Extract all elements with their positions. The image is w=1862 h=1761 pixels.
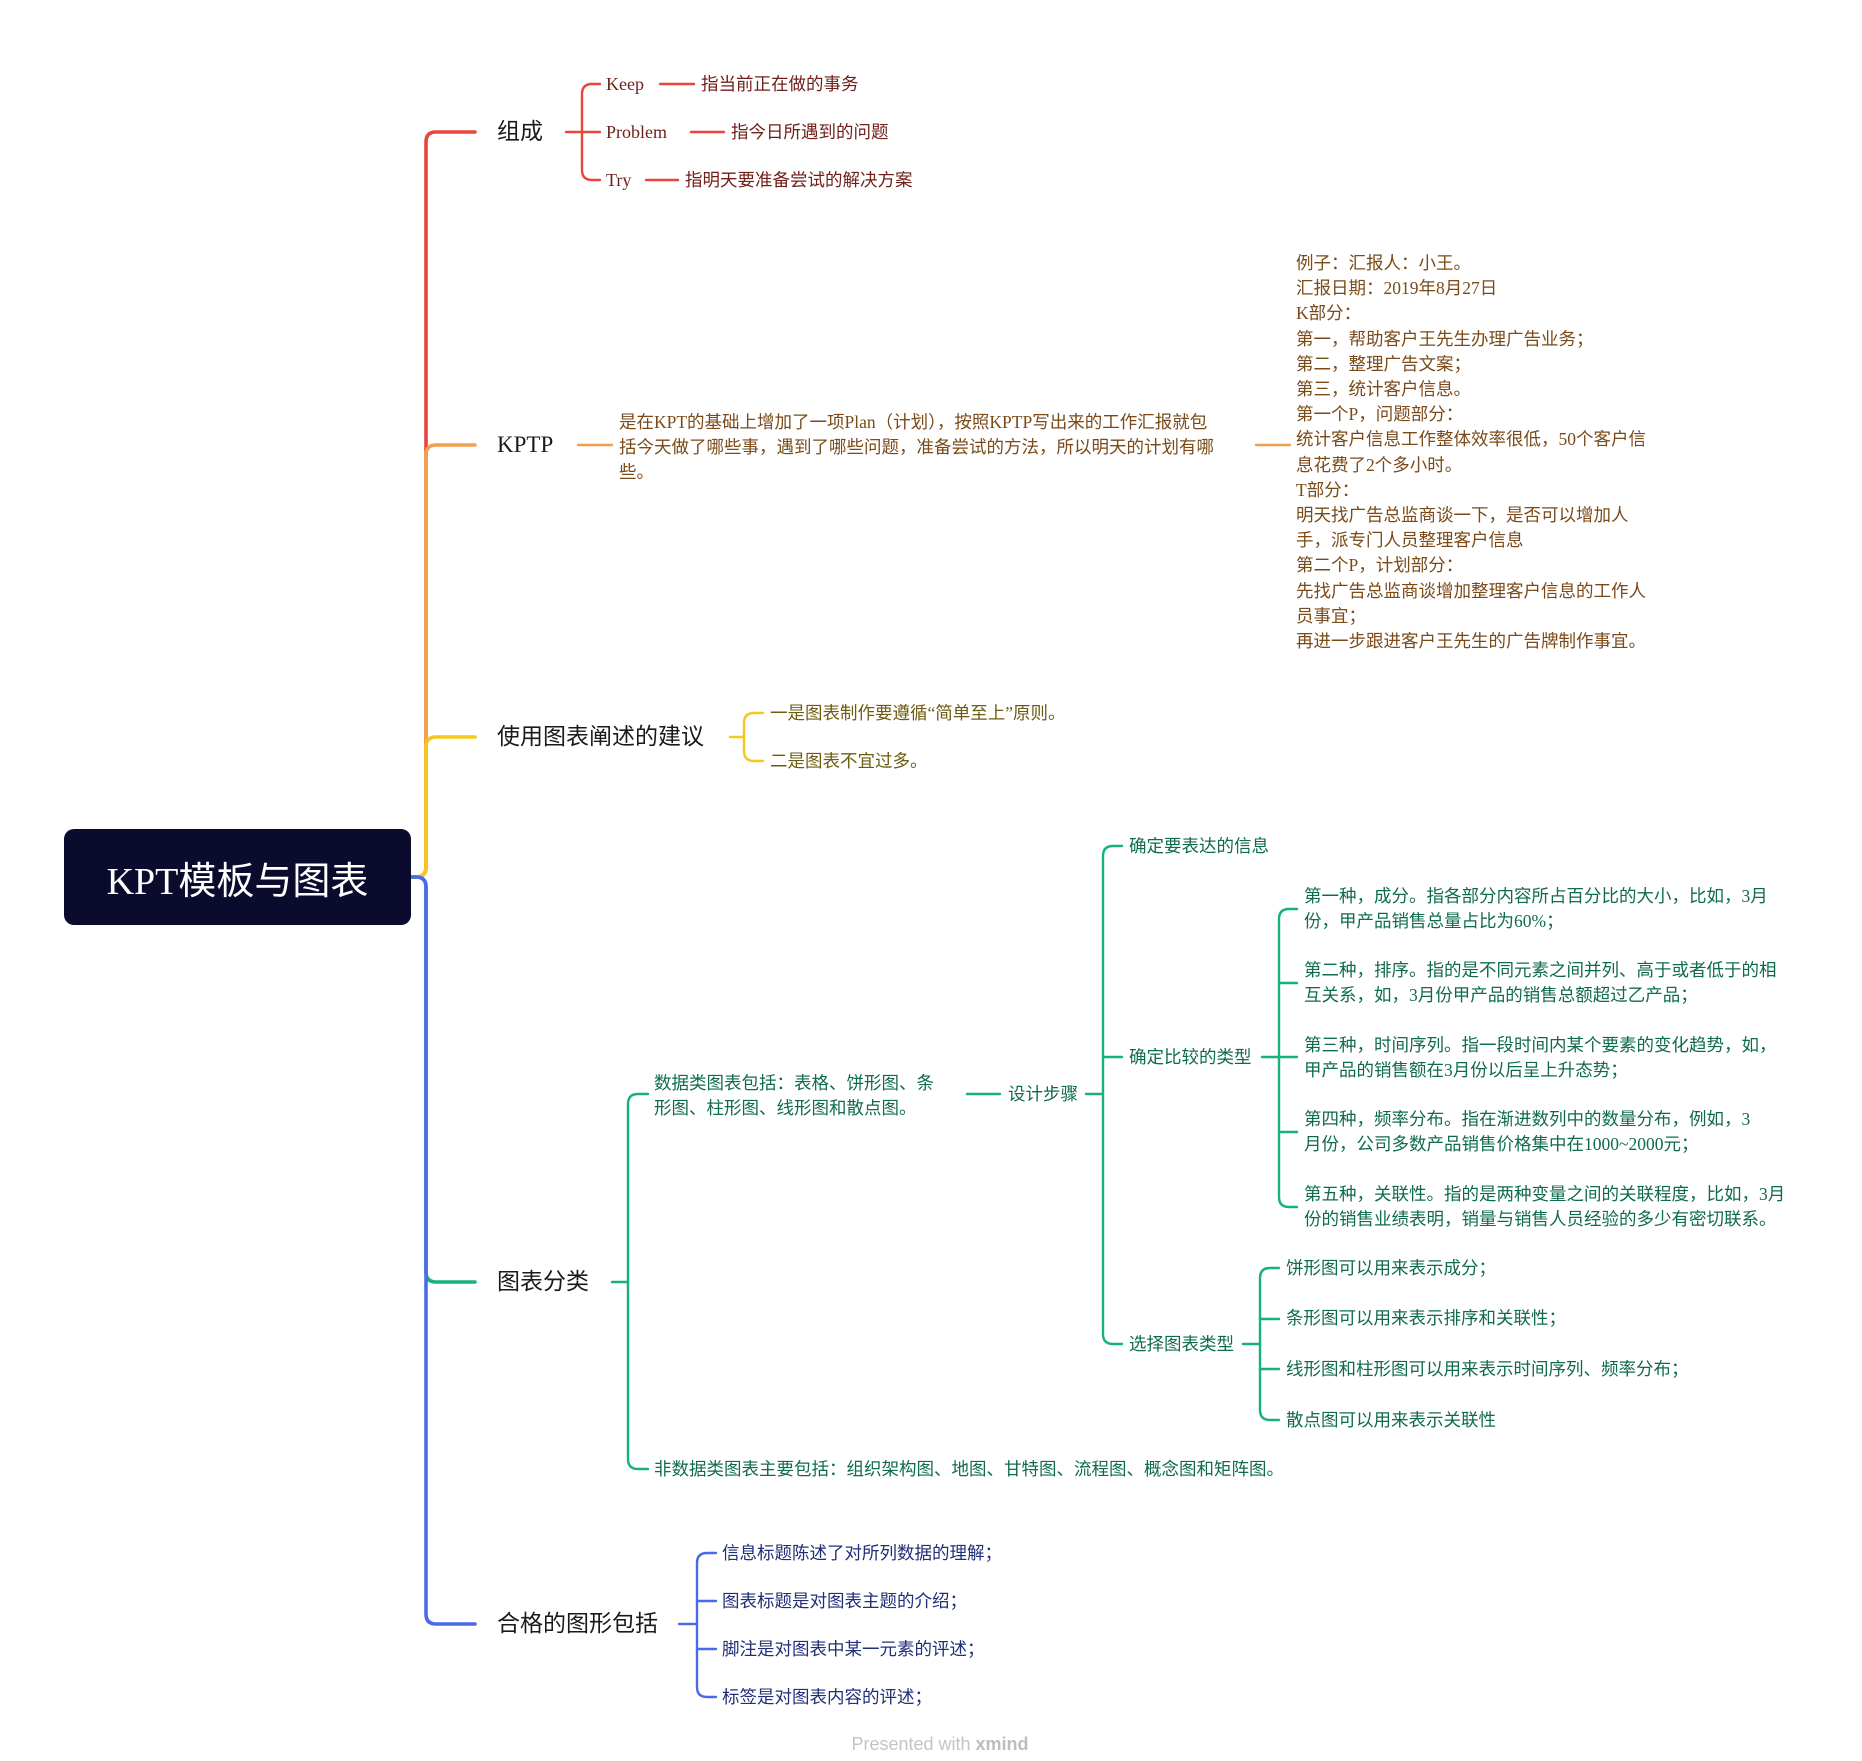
root-topic-title: KPT模板与图表 — [106, 860, 369, 903]
kptp-description-line: 些。 — [619, 462, 654, 483]
kptp-example-line: 第三，统计客户信息。 — [1296, 379, 1471, 400]
root-topic: KPT模板与图表 — [64, 829, 411, 925]
kptp-example-line: 第二个P，计划部分： — [1296, 555, 1464, 576]
non-data-charts-topic: 非数据类图表主要包括：组织架构图、地图、甘特图、流程图、概念图和矩阵图。 — [654, 1459, 1284, 1479]
subtopic-try: Try — [606, 170, 632, 190]
topic-chart-advice: 使用图表阐述的建议 — [497, 724, 704, 749]
comparison-type-line: 份，甲产品销售总量占比为60%； — [1304, 911, 1564, 932]
kptp-example-line: 第一个P，问题部分： — [1296, 404, 1464, 425]
chart-type-option-line-column: 线形图和柱形图可以用来表示时间序列、频率分布； — [1286, 1359, 1689, 1379]
qualified-chart-item-3: 脚注是对图表中某一元素的评述； — [722, 1639, 985, 1659]
kptp-example-line: 先找广告总监商谈增加整理客户信息的工作人 — [1296, 580, 1646, 601]
chart-classification-bracket — [626, 1092, 650, 1471]
kptp-example-line: 再进一步跟进客户王先生的广告牌制作事宜。 — [1296, 631, 1646, 652]
qualified-chart-item-4: 标签是对图表内容的评述； — [722, 1687, 932, 1707]
kptp-example-line: 统计客户信息工作整体效率很低，50个客户信 — [1296, 429, 1646, 450]
comparison-type-time-series: 第三种，时间序列。指一段时间内某个要素的变化趋势，如， 甲产品的销售额在3月份以… — [1304, 1033, 1777, 1083]
comparison-type-line: 第五种，关联性。指的是两种变量之间的关联程度，比如，3月 — [1304, 1184, 1786, 1204]
kptp-example-line: 第二，整理广告文案； — [1296, 353, 1471, 374]
comparison-type-line: 月份，公司多数产品销售价格集中在1000~2000元； — [1304, 1134, 1699, 1155]
data-charts-topic: 数据类图表包括：表格、饼形图、条 形图、柱形图、线形图和散点图。 — [654, 1071, 934, 1121]
try-description: 指明天要准备尝试的解决方案 — [685, 170, 913, 190]
design-steps-topic: 设计步骤 — [1008, 1084, 1078, 1104]
topic-qualified-chart: 合格的图形包括 — [497, 1611, 658, 1636]
kptp-example: 例子：汇报人：小王。 汇报日期：2019年8月27日 K部分： 第一，帮助客户王… — [1296, 251, 1646, 654]
data-charts-line: 数据类图表包括：表格、饼形图、条 — [654, 1073, 934, 1093]
design-steps-bracket — [1101, 844, 1124, 1346]
chart-type-option-pie: 饼形图可以用来表示成分； — [1286, 1258, 1496, 1278]
step-chart-type: 选择图表类型 — [1129, 1334, 1234, 1354]
kptp-example-line: T部分： — [1296, 479, 1360, 500]
chart-type-option-bar: 条形图可以用来表示排序和关联性； — [1286, 1308, 1566, 1328]
kptp-example-line: 手，派专门人员整理客户信息 — [1296, 530, 1524, 551]
presented-with-xmind-link[interactable]: Presented with xmind — [0, 1732, 1862, 1756]
kptp-example-line: 例子：汇报人：小王。 — [1296, 253, 1471, 273]
subtopic-problem: Problem — [606, 122, 667, 142]
kptp-description: 是在KPT的基础上增加了一项Plan（计划），按照KPTP写出来的工作汇报就包 … — [619, 410, 1214, 486]
chart-advice-item-1: 一是图表制作要遵循“简单至上”原则。 — [770, 703, 1066, 723]
data-charts-line: 形图、柱形图、线形图和散点图。 — [654, 1098, 917, 1119]
comparison-type-line: 第一种，成分。指各部分内容所占百分比的大小，比如，3月 — [1304, 886, 1768, 906]
kptp-description-line: 是在KPT的基础上增加了一项Plan（计划），按照KPTP写出来的工作汇报就包 — [619, 412, 1208, 432]
topic-chart-classification: 图表分类 — [497, 1269, 589, 1294]
comparison-type-composition: 第一种，成分。指各部分内容所占百分比的大小，比如，3月 份，甲产品销售总量占比为… — [1304, 884, 1768, 934]
chart-advice-bracket — [742, 711, 765, 763]
keep-description: 指当前正在做的事务 — [701, 74, 859, 94]
qualified-chart-item-2: 图表标题是对图表主题的介绍； — [722, 1591, 967, 1611]
chart-type-option-scatter: 散点图可以用来表示关联性 — [1286, 1410, 1496, 1430]
qualified-chart-bracket — [695, 1551, 718, 1699]
problem-description: 指今日所遇到的问题 — [731, 122, 889, 142]
xmind-brand: xmind — [975, 1734, 1029, 1754]
qualified-chart-item-1: 信息标题陈述了对所列数据的理解； — [722, 1543, 1002, 1563]
branch-line-composition — [409, 130, 477, 879]
kptp-description-line: 括今天做了哪些事，遇到了哪些问题，准备尝试的方法，所以明天的计划有哪 — [619, 437, 1214, 458]
step-comparison-type: 确定比较的类型 — [1129, 1047, 1252, 1067]
topic-composition: 组成 — [497, 119, 543, 144]
branch-line-kptp — [409, 443, 477, 879]
branch-line-chart-advice — [409, 735, 477, 879]
comparison-type-line: 互关系，如，3月份甲产品的销售总额超过乙产品； — [1304, 985, 1698, 1006]
kptp-example-line: 明天找广告总监商谈一下，是否可以增加人 — [1296, 505, 1629, 526]
step-define-message: 确定要表达的信息 — [1129, 836, 1269, 856]
branch-line-chart-classification — [409, 875, 477, 1284]
branch-line-qualified-chart — [409, 875, 477, 1626]
comparison-type-line: 第二种，排序。指的是不同元素之间并列、高于或者低于的相 — [1304, 960, 1777, 980]
comparison-type-frequency: 第四种，频率分布。指在渐进数列中的数量分布，例如，3 月份，公司多数产品销售价格… — [1304, 1107, 1750, 1157]
comparison-type-line: 份的销售业绩表明，销量与销售人员经验的多少有密切联系。 — [1304, 1209, 1777, 1230]
topic-kptp: KPTP — [497, 432, 554, 457]
subtopic-keep: Keep — [606, 74, 644, 94]
kptp-example-line: 汇报日期：2019年8月27日 — [1296, 278, 1498, 299]
kptp-example-line: K部分： — [1296, 303, 1362, 324]
kptp-example-line: 息花费了2个多小时。 — [1296, 454, 1463, 475]
kptp-example-line: 第一，帮助客户王先生办理广告业务； — [1296, 328, 1594, 349]
footer-prefix: Presented with — [851, 1734, 971, 1754]
chart-type-bracket — [1258, 1266, 1281, 1422]
composition-bracket — [580, 82, 602, 182]
comparison-type-ranking: 第二种，排序。指的是不同元素之间并列、高于或者低于的相 互关系，如，3月份甲产品… — [1304, 958, 1777, 1008]
comparison-type-line: 第三种，时间序列。指一段时间内某个要素的变化趋势，如， — [1304, 1035, 1777, 1055]
comparison-type-line: 第四种，频率分布。指在渐进数列中的数量分布，例如，3 — [1304, 1109, 1751, 1129]
comparison-type-line: 甲产品的销售额在3月份以后呈上升态势； — [1304, 1060, 1628, 1081]
comparison-type-correlation: 第五种，关联性。指的是两种变量之间的关联程度，比如，3月 份的销售业绩表明，销量… — [1304, 1182, 1785, 1232]
chart-advice-item-2: 二是图表不宜过多。 — [770, 751, 928, 771]
kptp-example-line: 员事宜； — [1296, 605, 1366, 626]
